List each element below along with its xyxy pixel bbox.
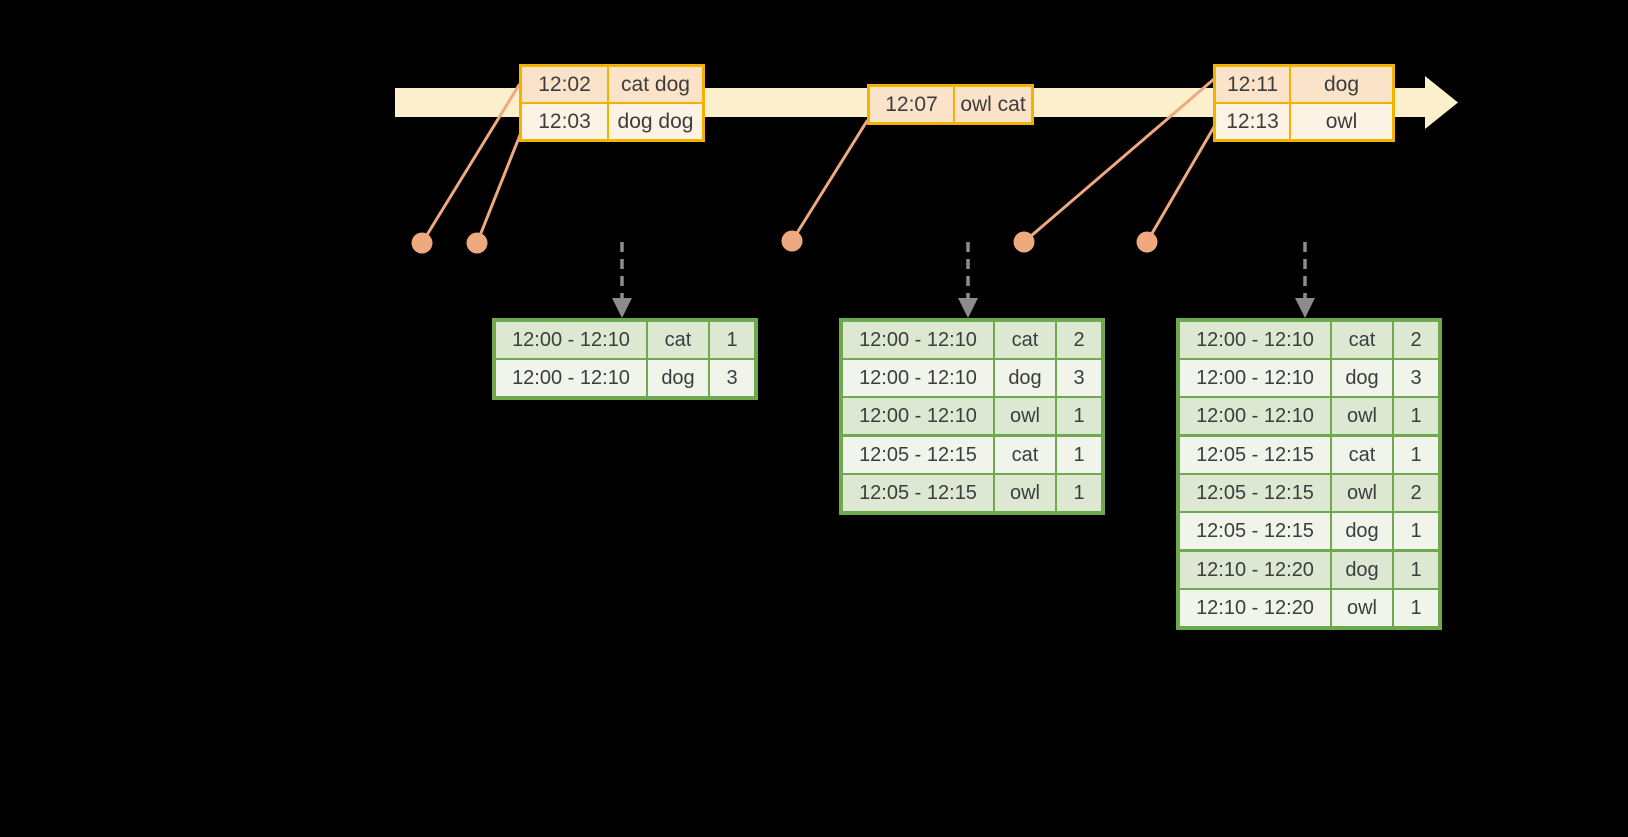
- window-group: 12:00 - 12:10 cat 1 12:00 - 12:10 dog 3: [496, 322, 754, 396]
- event-words: owl: [1291, 104, 1392, 139]
- event-time-dot: [1136, 231, 1158, 253]
- result-word: dog: [1332, 360, 1392, 396]
- result-word: dog: [995, 360, 1055, 396]
- result-window: 12:05 - 12:15: [1180, 475, 1330, 511]
- event-words: owl cat: [955, 87, 1031, 122]
- event-connector-line: [790, 119, 869, 243]
- result-window: 12:00 - 12:10: [1180, 322, 1330, 358]
- window-group: 12:05 - 12:15 cat 1 12:05 - 12:15 owl 1: [843, 437, 1101, 511]
- result-count: 2: [1057, 322, 1101, 358]
- result-word: dog: [648, 360, 708, 396]
- result-count: 1: [1394, 513, 1438, 549]
- result-window: 12:00 - 12:10: [1180, 398, 1330, 434]
- result-word: owl: [995, 475, 1055, 511]
- event-time: 12:11: [1216, 67, 1289, 102]
- result-count: 1: [1394, 437, 1438, 473]
- result-count: 1: [710, 322, 754, 358]
- event-words: cat dog: [609, 67, 702, 102]
- result-window: 12:10 - 12:20: [1180, 590, 1330, 626]
- event-time-dot: [781, 230, 803, 252]
- result-word: dog: [1332, 552, 1392, 588]
- event-table-2: 12:07 owl cat: [867, 84, 1034, 125]
- result-word: owl: [1332, 475, 1392, 511]
- event-time: 12:02: [522, 67, 607, 102]
- result-window: 12:00 - 12:10: [843, 360, 993, 396]
- result-table-1: 12:00 - 12:10 cat 1 12:00 - 12:10 dog 3: [492, 318, 758, 400]
- result-count: 1: [1057, 475, 1101, 511]
- trigger-arrowhead-icon: [612, 298, 632, 318]
- result-count: 1: [1394, 552, 1438, 588]
- result-count: 1: [1394, 398, 1438, 434]
- result-window: 12:00 - 12:10: [843, 398, 993, 434]
- result-window: 12:05 - 12:15: [1180, 513, 1330, 549]
- result-word: cat: [1332, 322, 1392, 358]
- trigger-arrowhead-icon: [1295, 298, 1315, 318]
- event-time-dot: [1013, 231, 1035, 253]
- result-count: 1: [1057, 398, 1101, 434]
- event-time-dot: [466, 232, 488, 254]
- event-connector-line: [1145, 125, 1216, 244]
- window-group: 12:00 - 12:10 cat 2 12:00 - 12:10 dog 3 …: [1180, 322, 1438, 434]
- result-word: dog: [1332, 513, 1392, 549]
- result-table-3: 12:00 - 12:10 cat 2 12:00 - 12:10 dog 3 …: [1176, 318, 1442, 630]
- event-connector-line: [475, 128, 524, 245]
- result-window: 12:00 - 12:10: [496, 322, 646, 358]
- event-connector-line: [1022, 77, 1216, 244]
- result-window: 12:05 - 12:15: [1180, 437, 1330, 473]
- result-word: cat: [995, 437, 1055, 473]
- result-window: 12:00 - 12:10: [1180, 360, 1330, 396]
- event-table-3: 12:11 dog 12:13 owl: [1213, 64, 1395, 142]
- result-count: 3: [1057, 360, 1101, 396]
- event-words: dog dog: [609, 104, 702, 139]
- result-word: cat: [648, 322, 708, 358]
- window-group: 12:05 - 12:15 cat 1 12:05 - 12:15 owl 2 …: [1180, 437, 1438, 549]
- trigger-arrowhead-icon: [958, 298, 978, 318]
- result-window: 12:05 - 12:15: [843, 437, 993, 473]
- result-word: cat: [1332, 437, 1392, 473]
- result-count: 3: [710, 360, 754, 396]
- result-table-2: 12:00 - 12:10 cat 2 12:00 - 12:10 dog 3 …: [839, 318, 1105, 515]
- result-word: owl: [995, 398, 1055, 434]
- result-word: owl: [1332, 398, 1392, 434]
- event-table-1: 12:02 cat dog 12:03 dog dog: [519, 64, 705, 142]
- window-group: 12:00 - 12:10 cat 2 12:00 - 12:10 dog 3 …: [843, 322, 1101, 434]
- result-window: 12:00 - 12:10: [843, 322, 993, 358]
- event-words: dog: [1291, 67, 1392, 102]
- event-time-dot: [411, 232, 433, 254]
- result-word: owl: [1332, 590, 1392, 626]
- result-count: 1: [1394, 590, 1438, 626]
- result-window: 12:00 - 12:10: [496, 360, 646, 396]
- result-word: cat: [995, 322, 1055, 358]
- event-time: 12:07: [870, 87, 953, 122]
- result-count: 2: [1394, 322, 1438, 358]
- result-window: 12:05 - 12:15: [843, 475, 993, 511]
- result-window: 12:10 - 12:20: [1180, 552, 1330, 588]
- result-count: 3: [1394, 360, 1438, 396]
- event-time: 12:03: [522, 104, 607, 139]
- result-count: 1: [1057, 437, 1101, 473]
- event-connector-line: [420, 83, 521, 245]
- window-group: 12:10 - 12:20 dog 1 12:10 - 12:20 owl 1: [1180, 552, 1438, 626]
- event-time: 12:13: [1216, 104, 1289, 139]
- result-count: 2: [1394, 475, 1438, 511]
